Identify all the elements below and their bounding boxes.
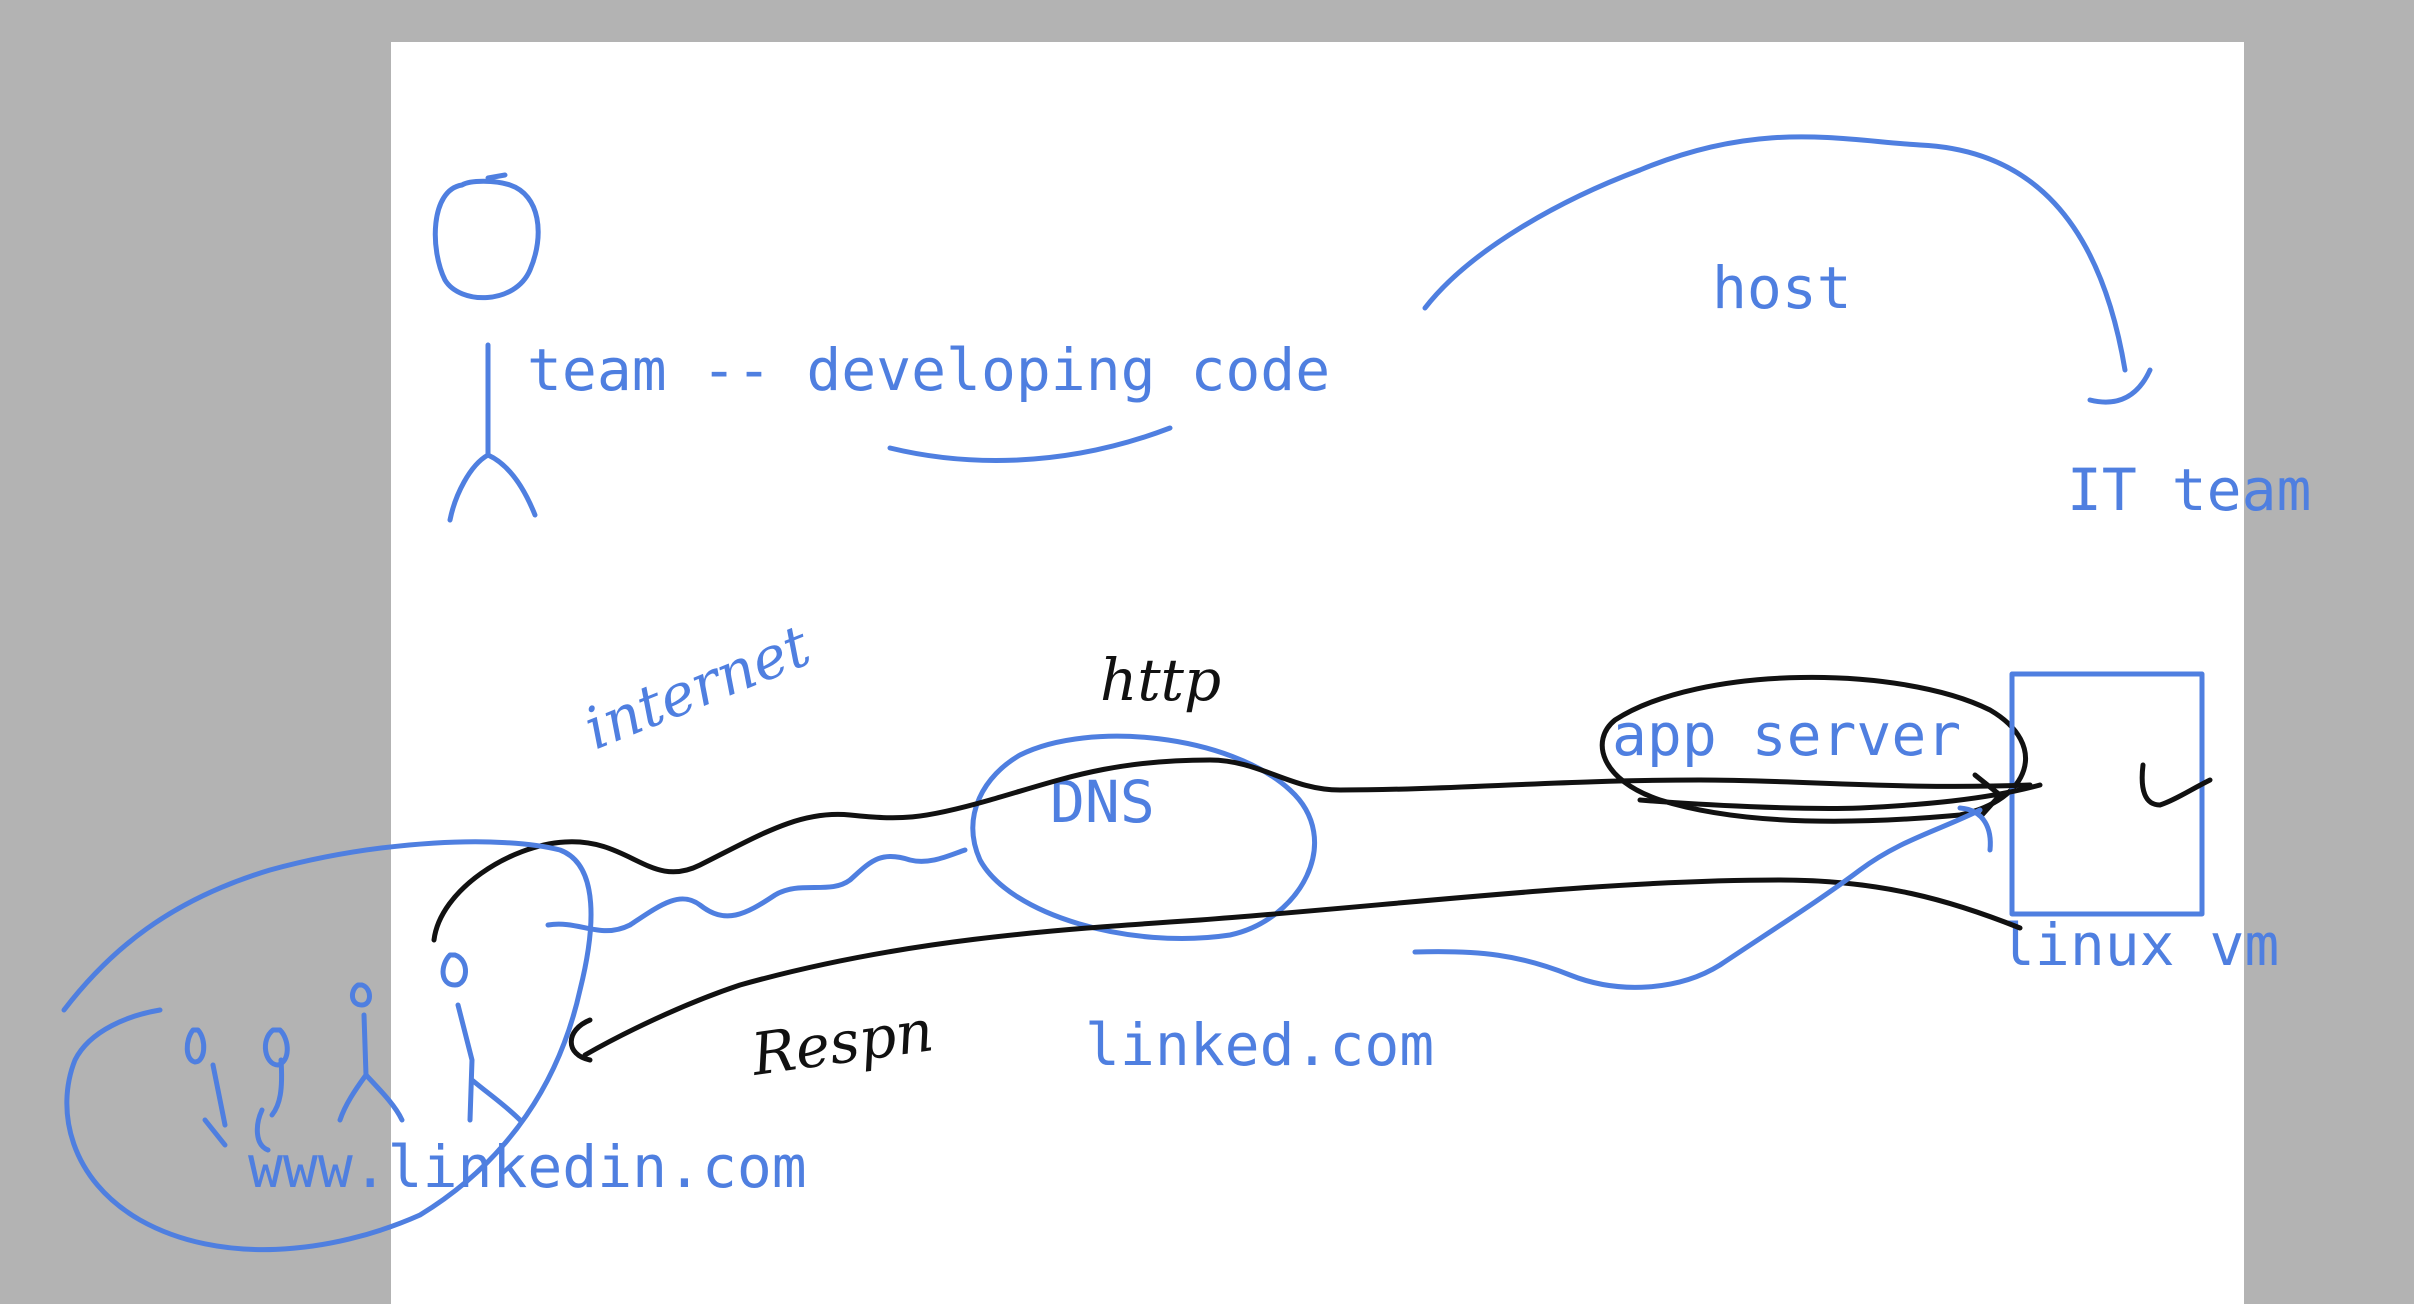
app-server-label: app server <box>1612 701 1961 769</box>
developing-underline <box>887 425 1173 463</box>
users-to-dns-wave <box>545 847 968 934</box>
dns-node[interactable]: DNS <box>970 733 1318 941</box>
users-group-ellipse <box>61 839 594 1253</box>
response-path <box>582 877 2023 1058</box>
team-label: team -- developing code <box>527 336 1330 404</box>
developer-figure <box>432 172 541 523</box>
internet-label: internet <box>575 611 820 763</box>
linux-vm-node[interactable] <box>2009 671 2213 917</box>
response-label: Respn <box>746 996 937 1089</box>
host-arrow <box>1422 134 2153 405</box>
host-label: host <box>1712 254 1852 322</box>
users-figures <box>184 952 523 1153</box>
http-label: http <box>1100 646 1221 714</box>
app-server-node[interactable]: app server <box>1599 674 2029 824</box>
linked-to-app-server-wave <box>1412 807 1983 990</box>
www-label: www.linkedin.com <box>248 1133 807 1201</box>
linux-vm-label: linux vm <box>2000 911 2279 979</box>
request-path <box>431 757 2033 943</box>
whiteboard-page[interactable] <box>391 42 2244 1304</box>
it-team-label: IT team <box>2067 456 2311 524</box>
linked-label: linked.com <box>1085 1011 1434 1079</box>
